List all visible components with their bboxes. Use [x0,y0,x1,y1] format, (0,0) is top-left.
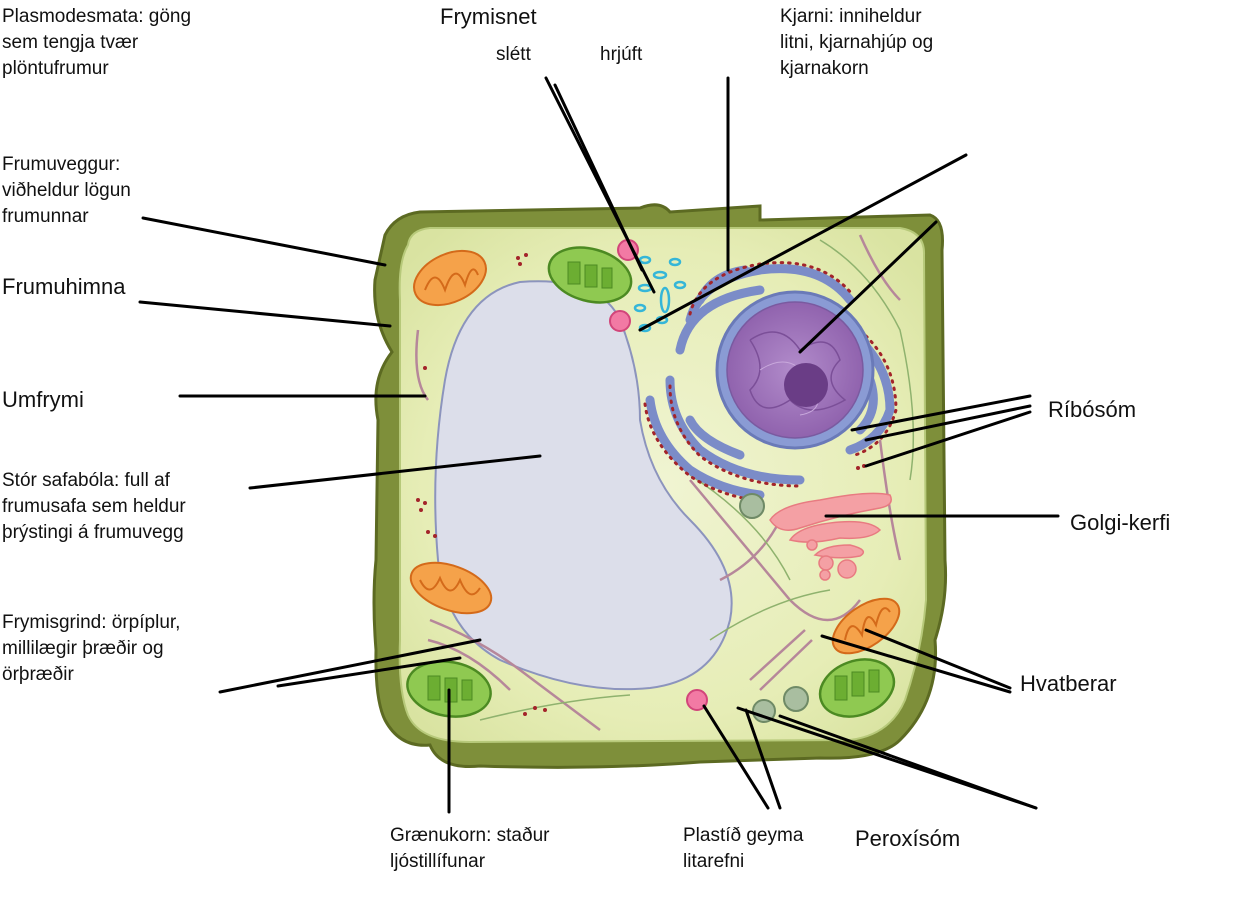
thylakoids [427,261,880,703]
label-plastid: Plastíð geyma litarefni [683,825,804,872]
leader-lines [138,76,1060,814]
rough-er [645,264,895,500]
label-cell-wall: Frumuveggur: viðheldur lögun frumunnar [2,154,131,227]
label-vacuole: Stór safabóla: full af frumusafa sem hel… [2,470,186,543]
nucleolus [784,363,828,407]
label-endoplasmic-reticulum: Frymisnet [440,4,537,29]
label-nucleus: Kjarni: inniheldur litni, kjarnahjúp og … [780,6,934,79]
label-ribosome: Ríbósóm [1048,397,1137,422]
label-chloroplast: Grænukorn: staður ljóstillífunar [390,825,550,872]
label-rough-er: hrjúft [600,44,643,65]
cytoskeleton-fibers [415,234,902,731]
vacuole [434,280,733,691]
label-golgi: Golgi-kerfi [1070,510,1171,535]
label-cell-membrane: Frumuhimna [2,274,126,299]
label-peroxisome: Peroxísóm [855,826,961,851]
nucleus [715,290,875,450]
smooth-er [633,255,687,333]
label-cytoplasm: Umfrymi [2,387,84,412]
label-smooth-er: slétt [496,44,531,65]
label-mitochondria: Hvatberar [1020,671,1117,696]
label-plasmodesmata: Plasmodesmata: göng sem tengja tvær plön… [2,6,192,79]
label-cytoskeleton: Frymisgrind: örpíplur, millilægir þræðir… [2,612,181,685]
free-ribosomes [416,253,866,716]
peroxisomes [739,493,809,723]
golgi-apparatus [769,492,892,581]
mitochondria [409,249,901,655]
